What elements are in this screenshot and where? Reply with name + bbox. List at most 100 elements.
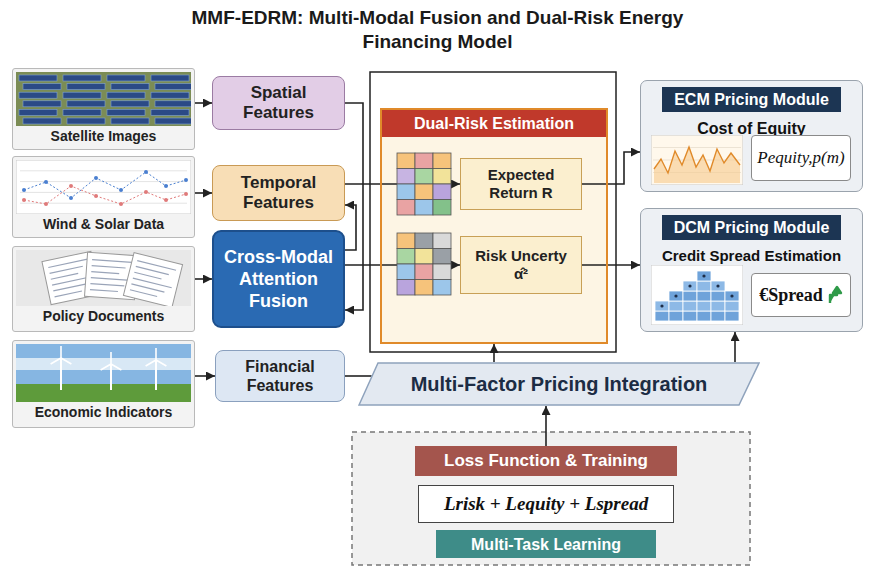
- bar-cell: [683, 311, 697, 321]
- grid-cell: [397, 280, 415, 296]
- source-image-box: Economic Indicators: [12, 340, 195, 428]
- bar-chart: [651, 265, 743, 325]
- data-series: [24, 172, 186, 198]
- bar-cell: [725, 311, 739, 321]
- grid-cell: [397, 153, 415, 169]
- connector-arrow: [582, 264, 640, 266]
- grid-cell: [433, 249, 451, 265]
- grid-cell: [415, 200, 433, 216]
- connector-arrow: [195, 375, 215, 377]
- node-label: Wind & Solar Data: [43, 216, 164, 233]
- bar-cell: [725, 291, 739, 301]
- node-label: Satellite Images: [51, 128, 157, 145]
- source-image-box: Wind & Solar Data: [12, 156, 195, 238]
- node-label: Lrisk + Lequity + Lspread: [444, 493, 648, 515]
- turbine-blade: [111, 364, 121, 370]
- bar-dot: [730, 294, 733, 297]
- photo-illustration: [16, 344, 191, 402]
- line-chart: [651, 135, 743, 185]
- feature-box: Temporal Features: [212, 165, 345, 221]
- grid-cell: [415, 280, 433, 296]
- connector-arrow: [195, 192, 212, 194]
- bar-cell: [725, 301, 739, 311]
- text-line: [51, 273, 78, 279]
- node-label: ECM Pricing Module: [662, 87, 841, 112]
- data-point: [184, 192, 188, 196]
- bar-cell: [697, 281, 711, 291]
- node-label: Multi-Task Learning: [471, 535, 621, 554]
- panel-ground: [380, 108, 608, 344]
- solar-panel: [19, 75, 57, 81]
- node-label: Dual-Risk Estimation: [382, 110, 606, 137]
- bar-cell: [669, 301, 683, 311]
- data-series: [24, 186, 186, 204]
- cloud-band: [16, 358, 191, 370]
- formula-text: Pequity,p(m): [757, 148, 844, 168]
- grid-cell: [433, 200, 451, 216]
- solar-panel: [107, 109, 145, 115]
- solar-panel: [19, 109, 57, 115]
- turbine-blade: [110, 352, 112, 364]
- text-line: [90, 290, 118, 292]
- formula-box: €Spread: [751, 273, 851, 317]
- text-line: [92, 266, 126, 268]
- node-label: Financial Features: [224, 357, 336, 395]
- turbine-blade: [146, 360, 156, 366]
- grid-cell: [433, 264, 451, 280]
- data-point: [22, 198, 26, 202]
- grid-cell: [397, 200, 415, 216]
- data-point: [119, 202, 123, 206]
- solar-panel: [151, 75, 189, 81]
- text-line: [55, 291, 82, 297]
- bar-cell: [711, 281, 725, 291]
- grid-cell: [433, 280, 451, 296]
- turbine-tower: [110, 364, 112, 390]
- formula-box: Pequity,p(m): [751, 135, 851, 181]
- trend-arrow-icon: [827, 285, 843, 305]
- connector-arrow: [582, 152, 640, 184]
- data-point: [94, 194, 98, 198]
- text-line: [50, 266, 83, 273]
- turbine-tower: [155, 360, 157, 390]
- connector-arrow: [345, 103, 363, 310]
- trend-arrow: [830, 287, 841, 303]
- feature-grid: [396, 232, 452, 296]
- bar-dot: [702, 274, 705, 277]
- frame-outline: [370, 72, 616, 352]
- chart-ground: [16, 160, 191, 214]
- dashed-group-box: [352, 432, 750, 565]
- bar-cell: [669, 291, 683, 301]
- bar-cell: [711, 301, 725, 311]
- data-point: [144, 190, 148, 194]
- turbine-blade: [61, 358, 71, 364]
- bar-cell: [697, 301, 711, 311]
- bar-cell: [683, 281, 697, 291]
- solar-panel: [111, 118, 149, 124]
- feature-box: Financial Features: [215, 350, 345, 402]
- sky: [16, 344, 191, 384]
- connector-arrow: [493, 344, 495, 362]
- bar-cell: [683, 291, 697, 301]
- bar-cell: [697, 271, 711, 281]
- data-point: [69, 196, 73, 200]
- data-point: [144, 170, 148, 174]
- chart-ground: [651, 135, 743, 185]
- photo-illustration: [16, 250, 191, 306]
- bar-cell: [711, 311, 725, 321]
- bar-cell: [655, 311, 669, 321]
- estimation-panel: Dual-Risk EstimationExpected Return RRis…: [380, 108, 608, 344]
- connector-arrow: [345, 375, 372, 377]
- turbine-tower: [60, 358, 62, 390]
- text-line: [92, 260, 132, 263]
- solar-panel: [107, 92, 145, 98]
- chart-ground: [651, 265, 743, 325]
- connector-arrow: [345, 205, 356, 250]
- price-line: [654, 147, 740, 173]
- connector-arrow: [195, 278, 212, 280]
- text-line: [134, 272, 161, 279]
- grid-cell: [415, 169, 433, 185]
- grid-cell: [415, 233, 433, 249]
- connector-arrow: [734, 332, 736, 362]
- formula-text: €Spread: [759, 285, 823, 306]
